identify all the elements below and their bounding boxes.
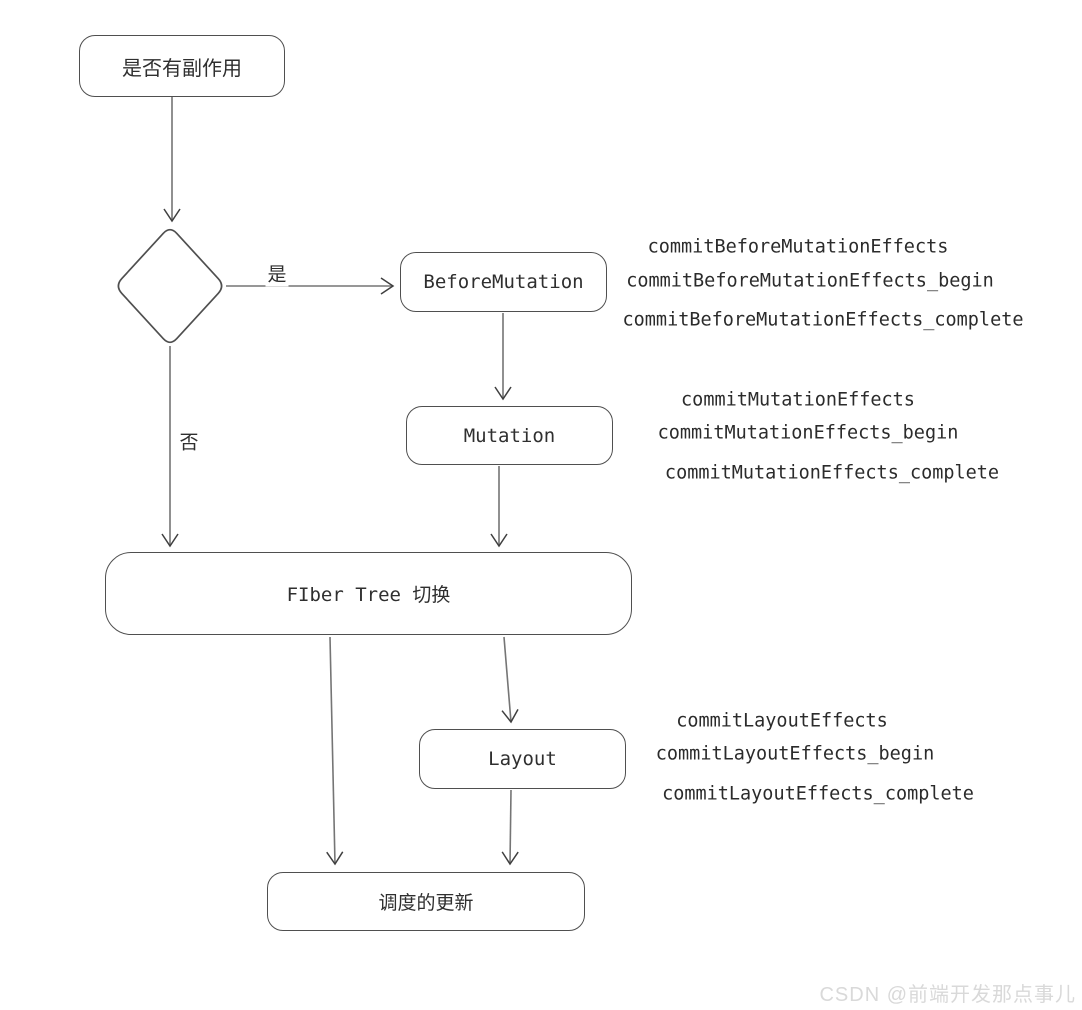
node-mutation: Mutation [406, 406, 613, 465]
annotation-commit-mutation-effects-complete: commitMutationEffects_complete [664, 462, 1000, 484]
edge-fibertree-to-schedule [326, 636, 344, 866]
node-layout: Layout [419, 729, 626, 789]
annotation-commit-layout-effects: commitLayoutEffects [676, 710, 888, 732]
annotation-commit-mutation-effects-begin: commitMutationEffects_begin [657, 422, 959, 444]
annotation-commit-before-mutation-effects-complete: commitBeforeMutationEffects_complete [622, 309, 1024, 331]
node-fiber-tree: FIber Tree 切换 [105, 552, 632, 635]
node-before-mutation-label: BeforeMutation [423, 271, 584, 293]
edge-label-no: 否 [177, 427, 201, 455]
decision-diamond [117, 228, 223, 344]
annotation-commit-before-mutation-effects-begin: commitBeforeMutationEffects_begin [626, 270, 994, 292]
annotation-commit-mutation-effects: commitMutationEffects [681, 389, 915, 411]
csdn-watermark: CSDN @前端开发那点事儿 [819, 984, 1076, 1006]
node-schedule-update: 调度的更新 [267, 872, 585, 931]
edge-layout-to-schedule [501, 789, 519, 866]
node-fiber-tree-label: FIber Tree 切换 [286, 584, 451, 606]
node-start-label: 是否有副作用 [122, 57, 242, 80]
node-schedule-update-label: 调度的更新 [378, 893, 474, 914]
node-start: 是否有副作用 [79, 35, 285, 97]
node-mutation-label: Mutation [463, 424, 556, 447]
node-before-mutation: BeforeMutation [400, 252, 607, 312]
annotation-commit-before-mutation-effects: commitBeforeMutationEffects [647, 236, 949, 258]
node-layout-label: Layout [488, 748, 557, 770]
annotation-commit-layout-effects-complete: commitLayoutEffects_complete [662, 783, 974, 805]
annotation-commit-layout-effects-begin: commitLayoutEffects_begin [655, 743, 935, 765]
edge-label-yes: 是 [265, 259, 289, 287]
edge-fibertree-to-layout [501, 636, 519, 724]
